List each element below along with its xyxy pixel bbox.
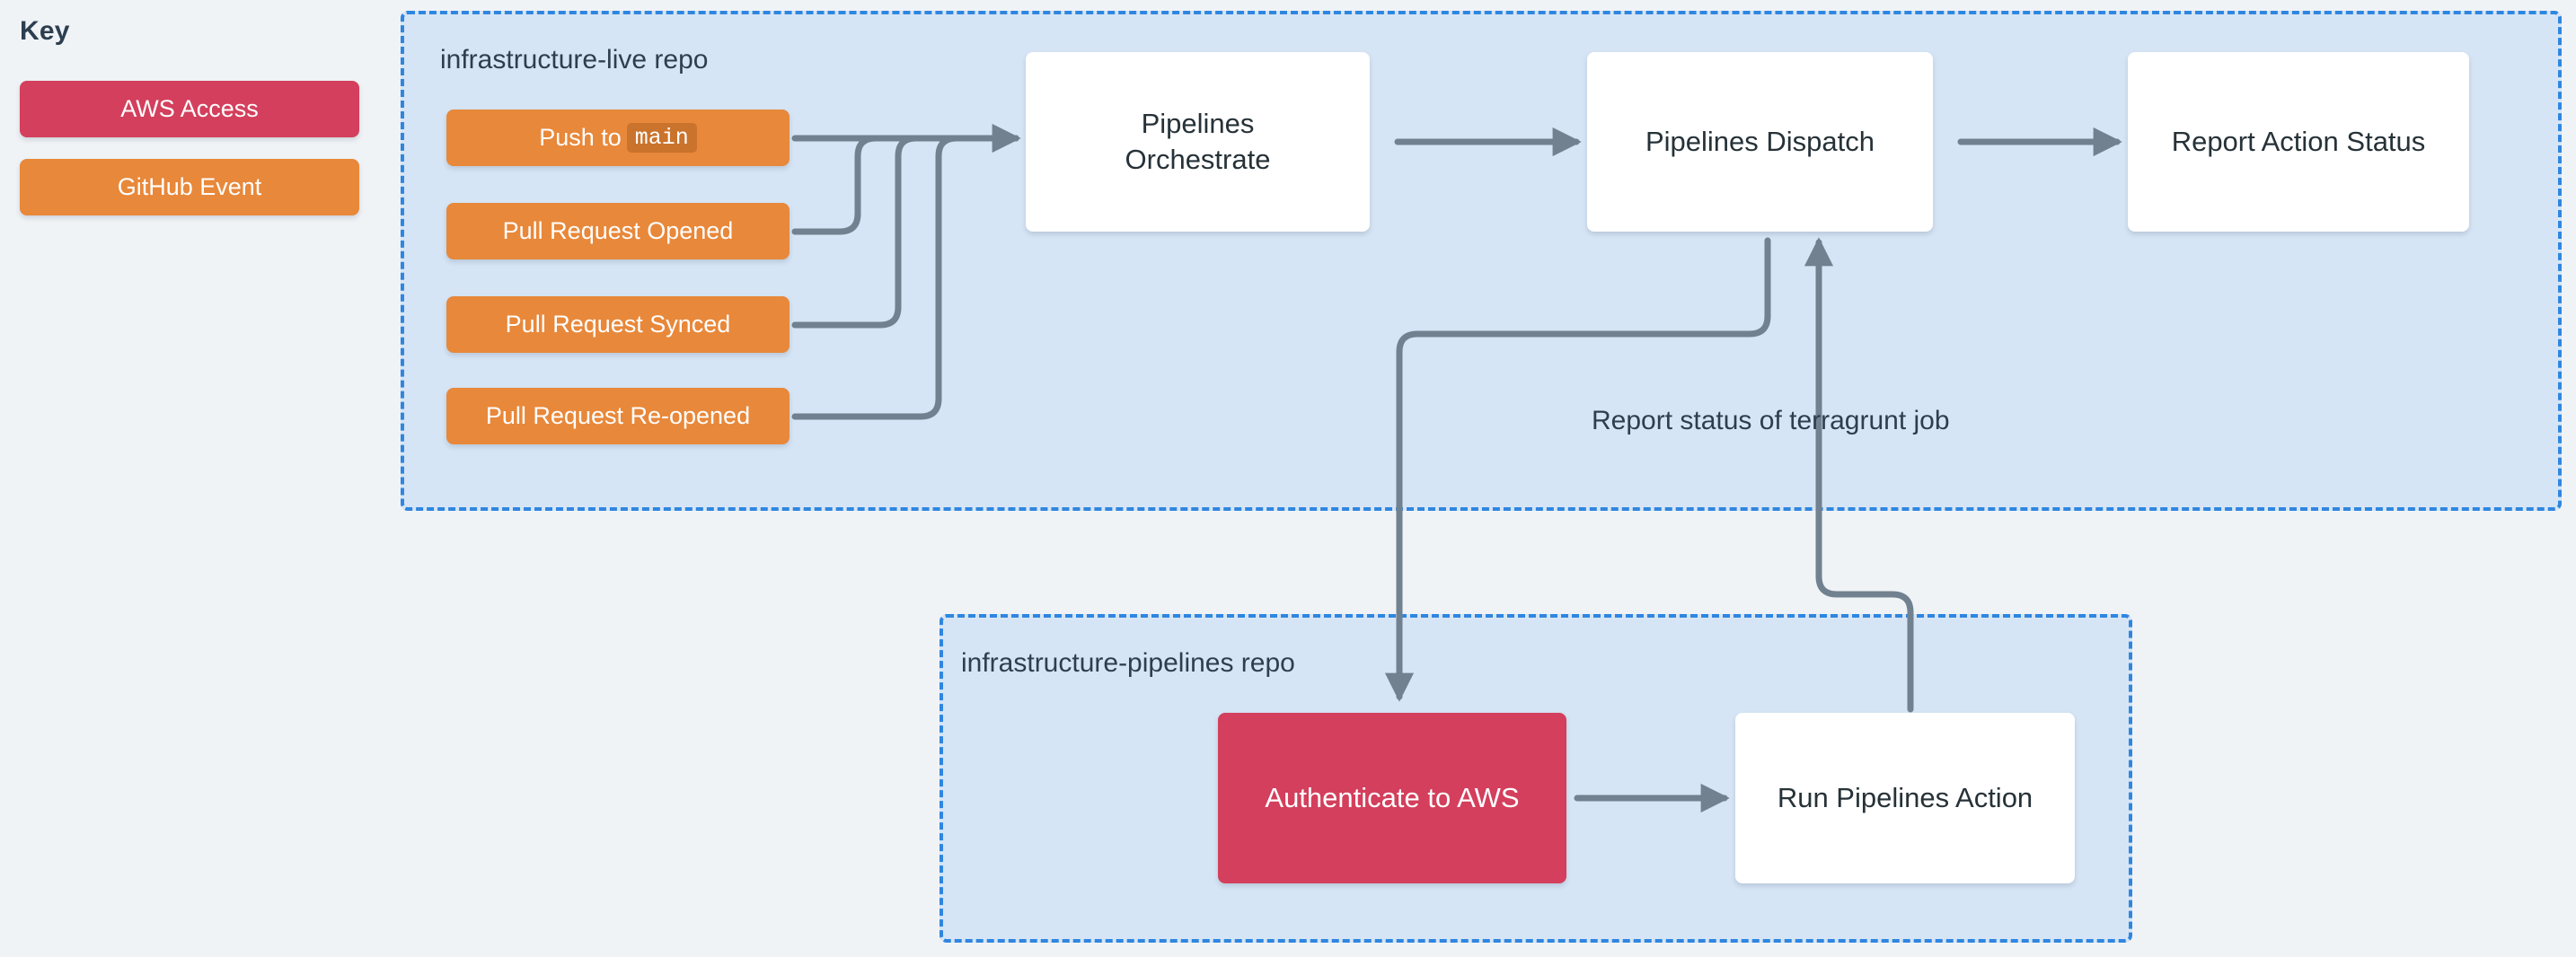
key-legend: Key AWS Access GitHub Event — [20, 16, 361, 215]
node-run-pipelines-action[interactable]: Run Pipelines Action — [1735, 713, 2075, 883]
node-label: Run Pipelines Action — [1777, 782, 2033, 814]
key-item-github-event: GitHub Event — [20, 159, 359, 215]
node-label: Pull Request Opened — [502, 217, 734, 244]
node-label: Report Action Status — [2171, 126, 2426, 158]
node-pull-request-synced[interactable]: Pull Request Synced — [446, 296, 790, 353]
node-label: Pipelines Dispatch — [1645, 126, 1875, 158]
node-label-line2: Orchestrate — [1125, 144, 1271, 175]
node-pull-request-opened[interactable]: Pull Request Opened — [446, 203, 790, 259]
node-pipelines-dispatch[interactable]: Pipelines Dispatch — [1587, 52, 1933, 232]
key-item-aws-access: AWS Access — [20, 81, 359, 137]
node-pipelines-orchestrate[interactable]: Pipelines Orchestrate — [1026, 52, 1370, 232]
node-label-line1: Pipelines — [1141, 108, 1255, 140]
key-item-label: GitHub Event — [117, 173, 262, 200]
node-authenticate-to-aws[interactable]: Authenticate to AWS — [1218, 713, 1566, 883]
node-label: Pull Request Synced — [505, 311, 731, 338]
node-label: Authenticate to AWS — [1265, 782, 1520, 813]
edge-label-report-terragrunt-status: Report status of terragrunt job — [1592, 406, 1950, 435]
container-label-infrastructure-pipelines: infrastructure-pipelines repo — [961, 648, 1295, 678]
container-label-infrastructure-live: infrastructure-live repo — [440, 45, 709, 75]
branch-name-code: main — [626, 123, 697, 153]
node-report-action-status[interactable]: Report Action Status — [2128, 52, 2469, 232]
node-label: Push to — [539, 124, 622, 151]
node-label: Pull Request Re-opened — [485, 402, 751, 429]
node-pull-request-reopened[interactable]: Pull Request Re-opened — [446, 388, 790, 444]
key-title: Key — [20, 16, 70, 46]
key-item-label: AWS Access — [120, 95, 259, 122]
